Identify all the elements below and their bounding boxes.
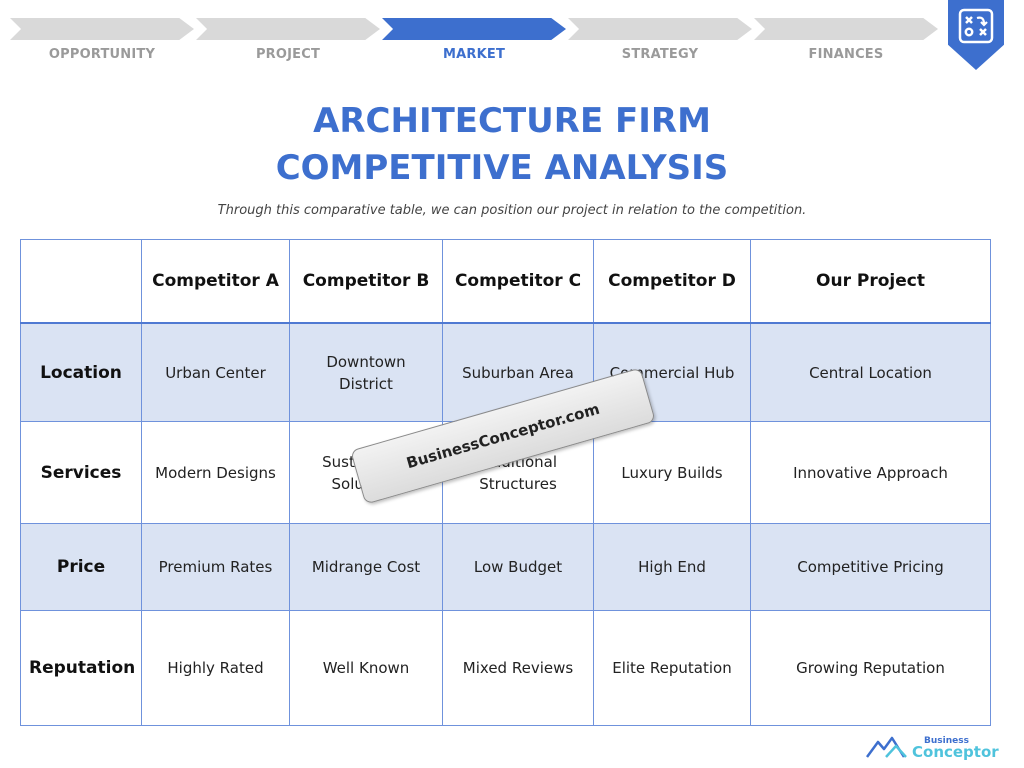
step-market[interactable]: MARKET [382,18,566,78]
table-cell: Well Known [289,610,443,726]
step-arrow [754,18,938,40]
section-badge [948,0,1004,70]
row-header: Price [20,523,142,611]
step-label: FINANCES [808,47,884,62]
table-cell: High End [593,523,751,611]
row-header: Reputation [20,610,142,726]
column-header-empty [20,239,142,324]
row-header: Services [20,421,142,524]
step-project[interactable]: PROJECT [196,18,380,78]
table-row: Reputation Highly Rated Well Known Mixed… [20,610,991,726]
column-header: Competitor D [593,239,751,324]
step-label: STRATEGY [621,47,699,62]
progress-steps: OPPORTUNITY PROJECT MARKET STRATEGY FINA… [10,18,940,78]
step-label: OPPORTUNITY [48,47,156,62]
table-row: Price Premium Rates Midrange Cost Low Bu… [20,523,991,611]
table-cell: Competitive Pricing [750,523,991,611]
business-conceptor-logo[interactable]: Business Conceptor [866,734,999,762]
step-arrow [568,18,752,40]
table-cell: Urban Center [141,322,290,422]
strategy-board-icon [958,8,994,44]
step-arrow [196,18,380,40]
table-header-row: Competitor A Competitor B Competitor C C… [20,239,991,324]
column-header: Competitor A [141,239,290,324]
mountain-logo-icon [866,736,907,758]
row-header: Location [20,322,142,422]
table-cell: Modern Designs [141,421,290,524]
column-header: Competitor B [289,239,443,324]
table-cell: Central Location [750,322,991,422]
step-finances[interactable]: FINANCES [754,18,938,78]
table-cell: Growing Reputation [750,610,991,726]
step-strategy[interactable]: STRATEGY [568,18,752,78]
column-header: Competitor C [442,239,594,324]
table-cell: Elite Reputation [593,610,751,726]
table-cell: Innovative Approach [750,421,991,524]
column-header: Our Project [750,239,991,324]
table-row: Location Urban Center Downtown District … [20,322,991,422]
table-cell: Premium Rates [141,523,290,611]
logo-text-bottom: Conceptor [912,743,999,761]
competitive-analysis-table: Competitor A Competitor B Competitor C C… [20,239,991,726]
table-cell: Midrange Cost [289,523,443,611]
step-label: PROJECT [255,47,321,62]
step-label: MARKET [442,47,506,62]
page-title-line1: ARCHITECTURE FIRM [313,101,711,141]
table-cell: Low Budget [442,523,594,611]
table-cell: Downtown District [289,322,443,422]
table-cell: Highly Rated [141,610,290,726]
step-opportunity[interactable]: OPPORTUNITY [10,18,194,78]
table-cell: Mixed Reviews [442,610,594,726]
logo-text-top: Business [924,736,969,746]
table-cell: Luxury Builds [593,421,751,524]
step-arrow [382,18,566,40]
step-arrow [10,18,194,40]
page-subtitle: Through this comparative table, we can p… [217,203,807,218]
page-title-line2: COMPETITIVE ANALYSIS [275,148,729,188]
